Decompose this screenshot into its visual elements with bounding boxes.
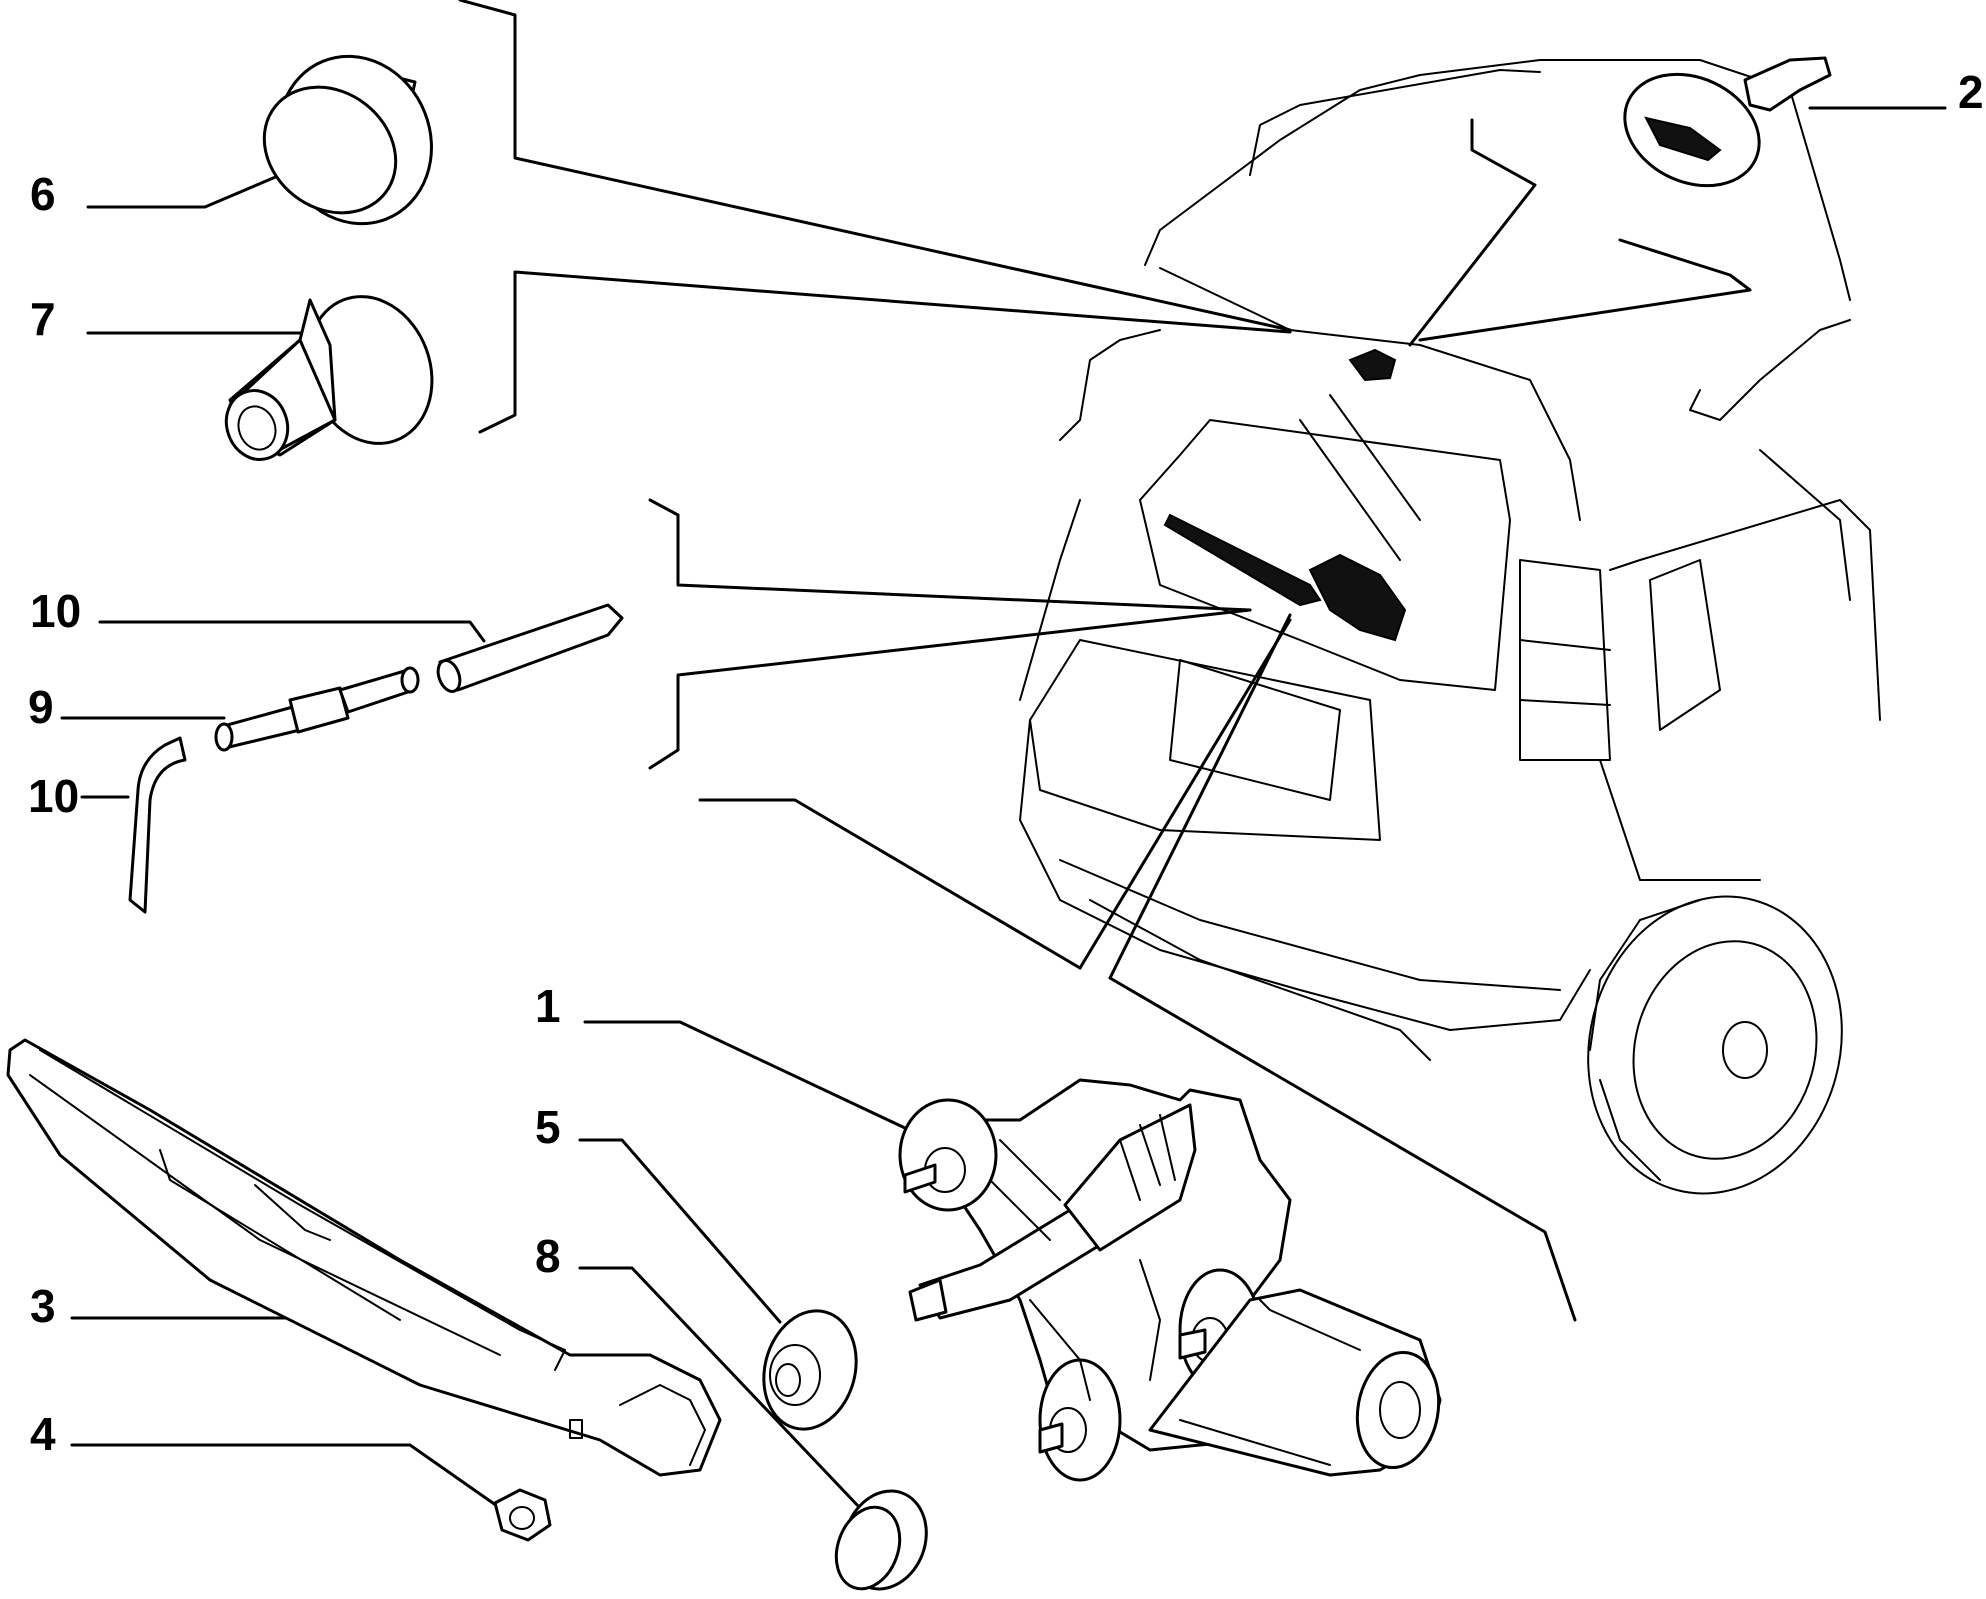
part-5-grommet [762,1309,858,1431]
callout-6: 6 [30,168,56,220]
part-9-connector [214,666,420,752]
callout-9: 9 [28,681,54,733]
callout-2: 2 [1958,66,1984,118]
part-10-hose-lower [128,736,187,914]
part-3-wiper-arm [6,1038,722,1477]
part-2-washer-nozzle [1623,56,1832,188]
callout-10-upper: 10 [30,585,81,637]
callout-8: 8 [535,1230,561,1282]
part-4-nut [493,1488,552,1542]
leader-5 [578,1138,782,1324]
callout-7: 7 [30,293,56,345]
leader-8 [578,1266,862,1510]
part-8-cap [834,1489,928,1591]
part-7-grommet [224,295,434,461]
callout-4: 4 [30,1408,56,1460]
leader-1 [583,1020,907,1130]
part-6-cap [262,54,433,226]
leader-lines [60,0,1947,1510]
callout-3: 3 [30,1280,56,1332]
callout-labels: 1 2 3 4 5 6 7 8 9 10 10 [28,66,1984,1460]
part-10-hose-upper [436,603,624,693]
callout-5: 5 [535,1101,561,1153]
car-illustration [1019,59,1881,1195]
leader-4 [70,1443,502,1510]
callout-1: 1 [535,980,561,1032]
leader-6 [86,168,294,209]
leader-10a [98,620,486,643]
callout-10-lower: 10 [28,770,79,822]
part-1-wiper-motor [898,1078,1442,1482]
